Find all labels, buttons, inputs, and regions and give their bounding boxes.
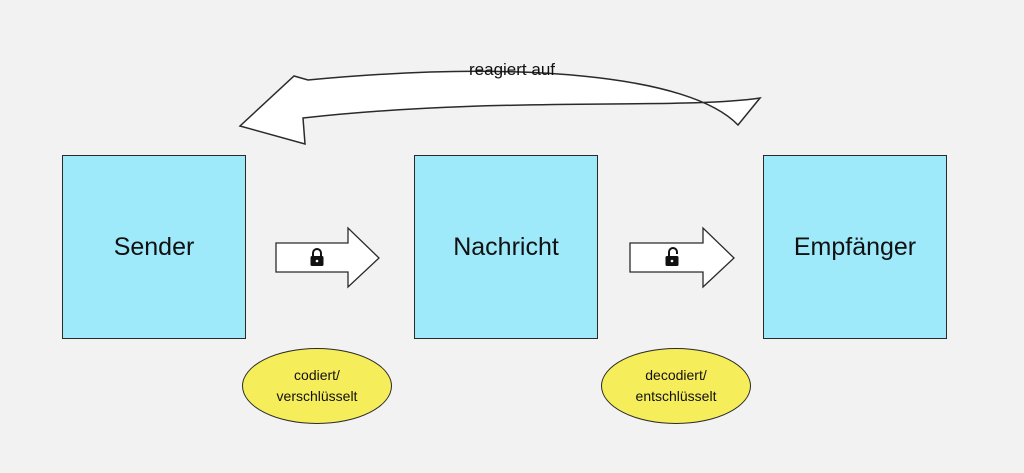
feedback-label: reagiert auf xyxy=(469,60,555,79)
lock-icon xyxy=(310,248,324,266)
decode-arrow xyxy=(629,226,735,289)
feedback-curved-arrow xyxy=(238,70,762,146)
encode-ellipse: codiert/ verschlüsselt xyxy=(242,348,392,424)
decode-ellipse: decodiert/ entschlüsselt xyxy=(601,348,751,424)
sender-box: Sender xyxy=(62,155,246,339)
encode-label-line1: codiert/ xyxy=(294,367,340,383)
receiver-label: Empfänger xyxy=(793,232,917,261)
unlock-icon xyxy=(665,247,679,266)
decode-label-line1: decodiert/ xyxy=(645,367,707,383)
decode-label-line2: entschlüsselt xyxy=(635,388,717,404)
receiver-box: Empfänger xyxy=(763,155,947,339)
message-label: Nachricht xyxy=(453,232,559,261)
encode-label-line2: verschlüsselt xyxy=(276,388,358,404)
encode-arrow xyxy=(275,226,380,289)
sender-label: Sender xyxy=(113,232,195,261)
message-box: Nachricht xyxy=(414,155,598,339)
